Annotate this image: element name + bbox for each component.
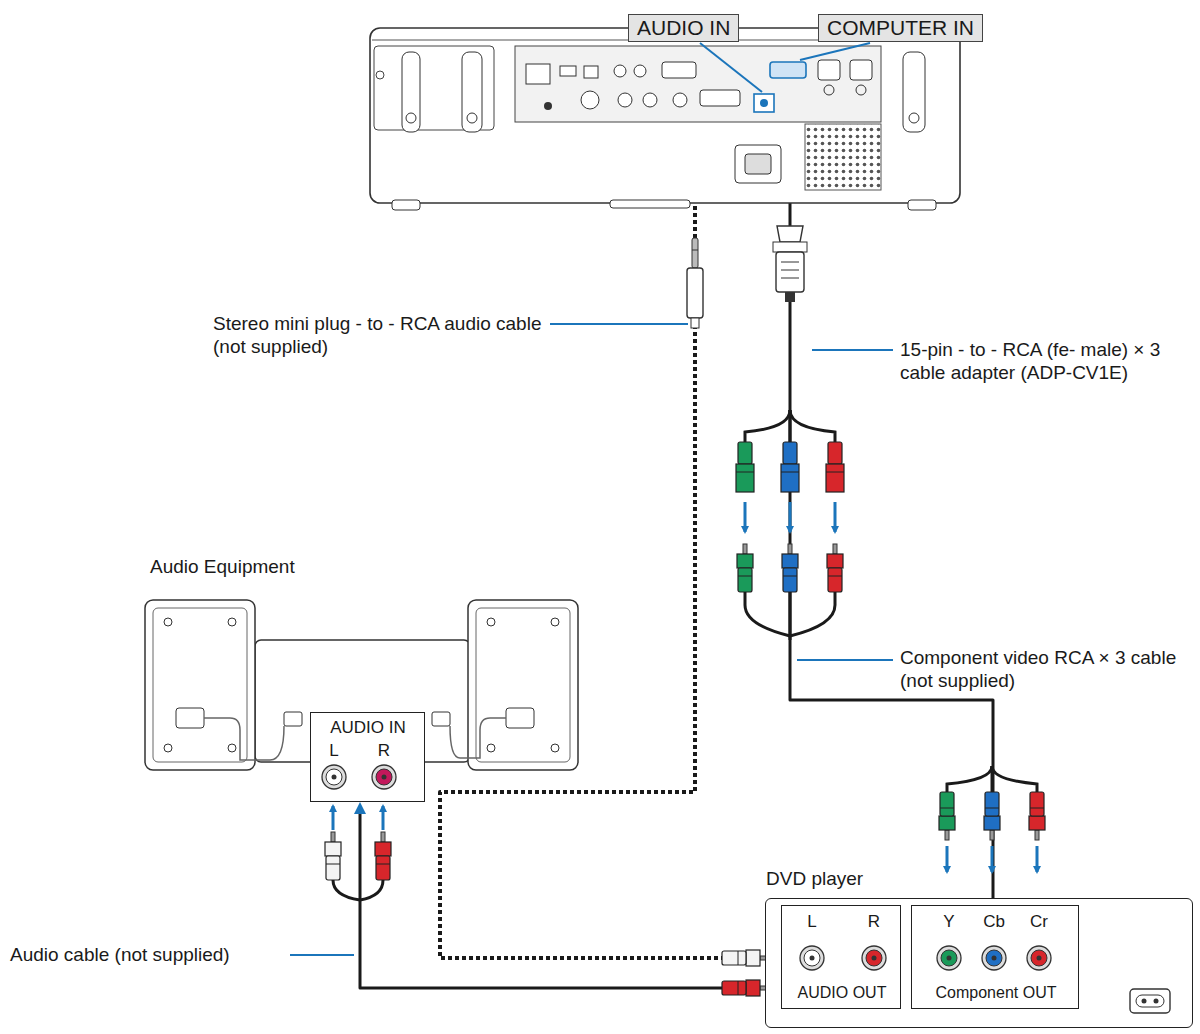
- power-socket: [1128, 987, 1178, 1017]
- jack: [862, 946, 886, 970]
- jack: [372, 765, 396, 789]
- power-socket: [1142, 999, 1147, 1004]
- arrow: [745, 502, 835, 532]
- vga-plug: [773, 226, 807, 302]
- node-text: R: [372, 741, 396, 761]
- arrow: [333, 806, 383, 830]
- jack: [804, 950, 820, 966]
- jack: [866, 950, 882, 966]
- leader-line: [800, 43, 870, 60]
- leader-line: [700, 43, 762, 92]
- jack: [986, 950, 1002, 966]
- cable-label: Component video RCA × 3 cable (not suppl…: [900, 646, 1192, 692]
- node-text: L: [800, 912, 824, 932]
- cable-connector: [354, 802, 781, 988]
- node-text: Cb: [979, 912, 1009, 932]
- jack: [382, 775, 387, 780]
- cable-label: 15-pin - to - RCA (fe- male) × 3 cable a…: [900, 338, 1168, 384]
- adapter-split: [745, 410, 835, 442]
- jack: [937, 946, 961, 970]
- node-text: AUDIO OUT: [784, 984, 900, 1002]
- jack: [872, 956, 877, 961]
- node-text: DVD player: [766, 868, 966, 890]
- callout-box: AUDIO IN: [628, 14, 739, 42]
- cable: [360, 812, 781, 988]
- node-text: COMPUTER IN: [827, 16, 974, 40]
- power-socket: [1154, 999, 1159, 1004]
- jack: [332, 775, 337, 780]
- jack: [326, 769, 342, 785]
- jack: [810, 956, 815, 961]
- node-text: L: [322, 741, 346, 761]
- node-text: R: [862, 912, 886, 932]
- node-text: AUDIO IN: [637, 16, 730, 40]
- component-out-panel: Y Cb CrComponent OUT: [911, 905, 1079, 1009]
- callout-box: COMPUTER IN: [818, 14, 983, 42]
- cable-merge: [333, 880, 383, 900]
- cable-split: [947, 766, 1037, 792]
- node-text: AUDIO IN: [313, 718, 423, 738]
- projector: [370, 28, 960, 210]
- power-socket: [1136, 995, 1164, 1007]
- node-text: Cr: [1024, 912, 1054, 932]
- jack: [982, 946, 1006, 970]
- cable-label: Audio Equipment: [150, 555, 410, 578]
- cable-label: Audio cable (not supplied): [10, 943, 288, 966]
- jack: [1027, 946, 1051, 970]
- jack: [322, 765, 346, 789]
- arrow: [947, 846, 1037, 872]
- jack: [992, 956, 997, 961]
- jack: [800, 946, 824, 970]
- audio-in-panel: AUDIO IN L R: [310, 712, 425, 802]
- jack: [947, 956, 952, 961]
- node-text: Y: [934, 912, 964, 932]
- audio-out-panel: L R AUDIO OUT: [781, 905, 901, 1009]
- jack: [1031, 950, 1047, 966]
- arrowhead: [354, 802, 366, 814]
- cable-merge: [745, 592, 835, 640]
- node-text: Component OUT: [914, 984, 1078, 1002]
- jack: [376, 769, 392, 785]
- leader-line: [290, 324, 893, 955]
- cable-label: Stereo mini plug - to - RCA audio cable …: [213, 312, 548, 358]
- jack: [1037, 956, 1042, 961]
- dvd-player: DVD playerLRAUDIO OUTYCbCrComponent OUT: [765, 898, 1193, 1028]
- jack: [941, 950, 957, 966]
- power-socket: [1130, 989, 1170, 1013]
- mini-plug: [687, 238, 703, 328]
